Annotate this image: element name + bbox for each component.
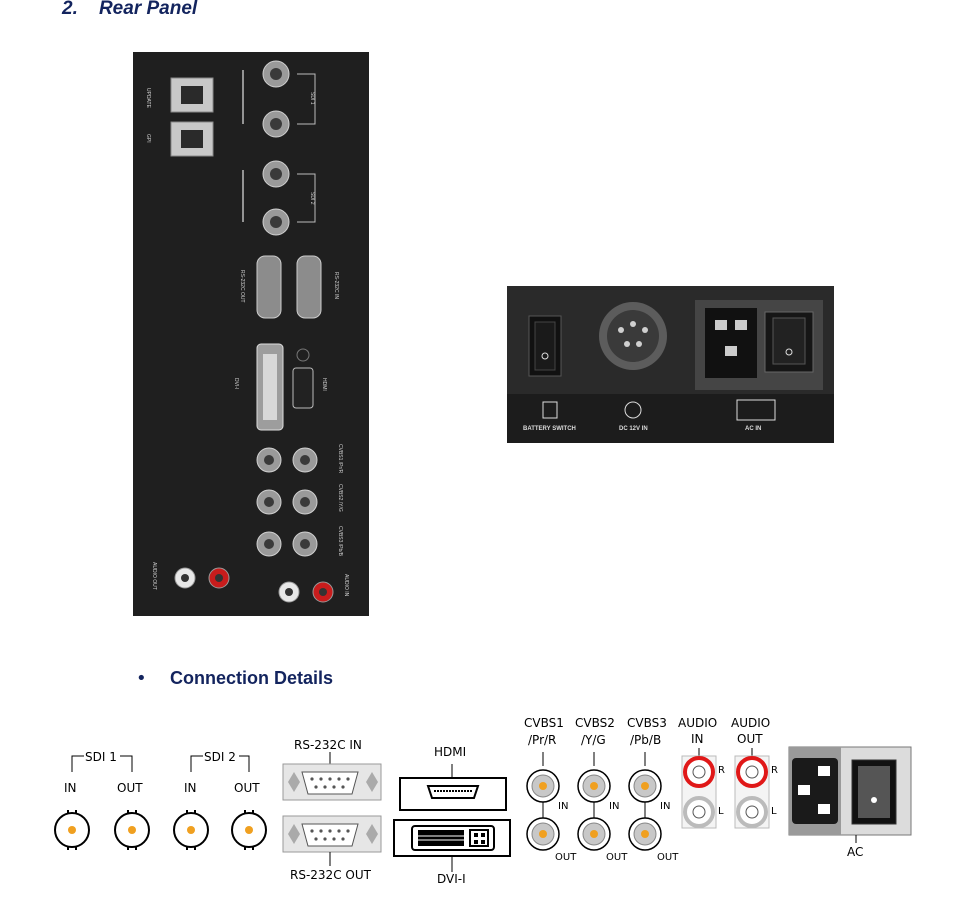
audio-in-r-label: R <box>718 765 725 776</box>
cvbs1-out-connector <box>526 817 560 851</box>
audio-out-l-label: L <box>771 806 777 817</box>
cvbs3-in-label: IN <box>660 801 671 812</box>
rs232c-in-label: RS-232C IN <box>294 738 362 752</box>
cvbs2-in-label: IN <box>609 801 620 812</box>
hdmi-label: HDMI <box>434 745 467 759</box>
cvbs3-label-top: CVBS3 <box>627 716 667 730</box>
sdi1-in-connector <box>54 809 90 851</box>
sdi1-out-label: OUT <box>117 781 143 795</box>
sdi2-out-label: OUT <box>234 781 260 795</box>
cvbs1-label-bottom: /Pr/R <box>528 733 557 747</box>
cvbs3-out-connector <box>628 817 662 851</box>
update-port-label: UPDATE <box>145 88 151 108</box>
section-heading: 2. Rear Panel <box>62 0 198 19</box>
sdi1-label: SDI 1 <box>85 750 117 764</box>
cvbs2-out-connector <box>577 817 611 851</box>
audio-out-label-bottom: OUT <box>737 732 763 746</box>
ac-power-group <box>788 746 912 836</box>
power-panel-photo: BATTERY SWITCH DC 12V IN AC IN <box>507 286 834 443</box>
audio-in-label-bottom: IN <box>691 732 704 746</box>
rs232-in-label: RS-232C IN <box>333 272 339 299</box>
cvbs1-label-top: CVBS1 <box>524 716 564 730</box>
power-panel-illustration <box>507 286 834 443</box>
cvbs2-out-label: OUT <box>606 852 628 863</box>
cvbs2-label: CVBS2 /Y/G <box>337 484 343 512</box>
rs232c-out-label: RS-232C OUT <box>290 868 371 882</box>
hdmi-connector <box>399 777 507 811</box>
rs232c-out-connector <box>282 815 382 853</box>
rear-panel-photo: UPDATE GPI SDI 1 SDI 2 RS-232C OUT RS-23… <box>133 52 369 616</box>
dvi-connector <box>393 819 511 857</box>
sdi1-out-connector <box>114 809 150 851</box>
dc-in-label: DC 12V IN <box>619 426 648 432</box>
dvi-label: DVI-I <box>437 872 466 886</box>
cvbs1-label: CVBS1 /Pr/R <box>337 444 343 474</box>
audio-in-label: AUDIO IN <box>343 574 349 597</box>
cvbs3-in-connector <box>628 769 662 803</box>
sdi2-label: SDI 2 <box>204 750 236 764</box>
sdi2-in-label: IN <box>184 781 197 795</box>
sdi2-label: SDI 2 <box>309 192 315 205</box>
connection-details-title: Connection Details <box>170 668 334 688</box>
rs232-out-label: RS-232C OUT <box>239 270 245 303</box>
audio-out-label: AUDIO OUT <box>151 562 157 590</box>
cvbs2-label-top: CVBS2 <box>575 716 615 730</box>
bullet: • <box>136 668 147 689</box>
sdi2-in-connector <box>173 809 209 851</box>
cvbs1-out-label: OUT <box>555 852 577 863</box>
rs232c-in-connector <box>282 763 382 801</box>
audio-out-label-top: AUDIO <box>731 716 771 730</box>
hdmi-label: HDMI <box>321 378 327 391</box>
cvbs3-out-label: OUT <box>657 852 679 863</box>
ac-in-label: AC IN <box>745 426 762 432</box>
gpi-port-label: GPI <box>145 134 151 143</box>
cvbs3-label-bottom: /Pb/B <box>630 733 662 747</box>
sdi1-in-label: IN <box>64 781 77 795</box>
audio-in-l-label: L <box>718 806 724 817</box>
rear-panel-illustration <box>170 60 334 603</box>
audio-in-label-top: AUDIO <box>678 716 718 730</box>
cvbs1-in-label: IN <box>558 801 569 812</box>
battery-switch-label: BATTERY SWITCH <box>523 426 576 432</box>
cvbs3-label: CVBS3 /Pb/B <box>337 526 343 557</box>
cvbs1-in-connector <box>526 769 560 803</box>
cvbs2-in-connector <box>577 769 611 803</box>
cvbs2-label-bottom: /Y/G <box>581 733 606 747</box>
audio-out-r-label: R <box>771 765 778 776</box>
audio-out-group <box>734 755 770 829</box>
dvi-label: DVI-I <box>233 378 239 390</box>
sdi2-out-connector <box>231 809 267 851</box>
ac-label: AC <box>847 845 864 859</box>
connection-diagram <box>54 746 912 872</box>
sdi1-label: SDI 1 <box>309 92 315 105</box>
audio-in-group <box>681 755 717 829</box>
